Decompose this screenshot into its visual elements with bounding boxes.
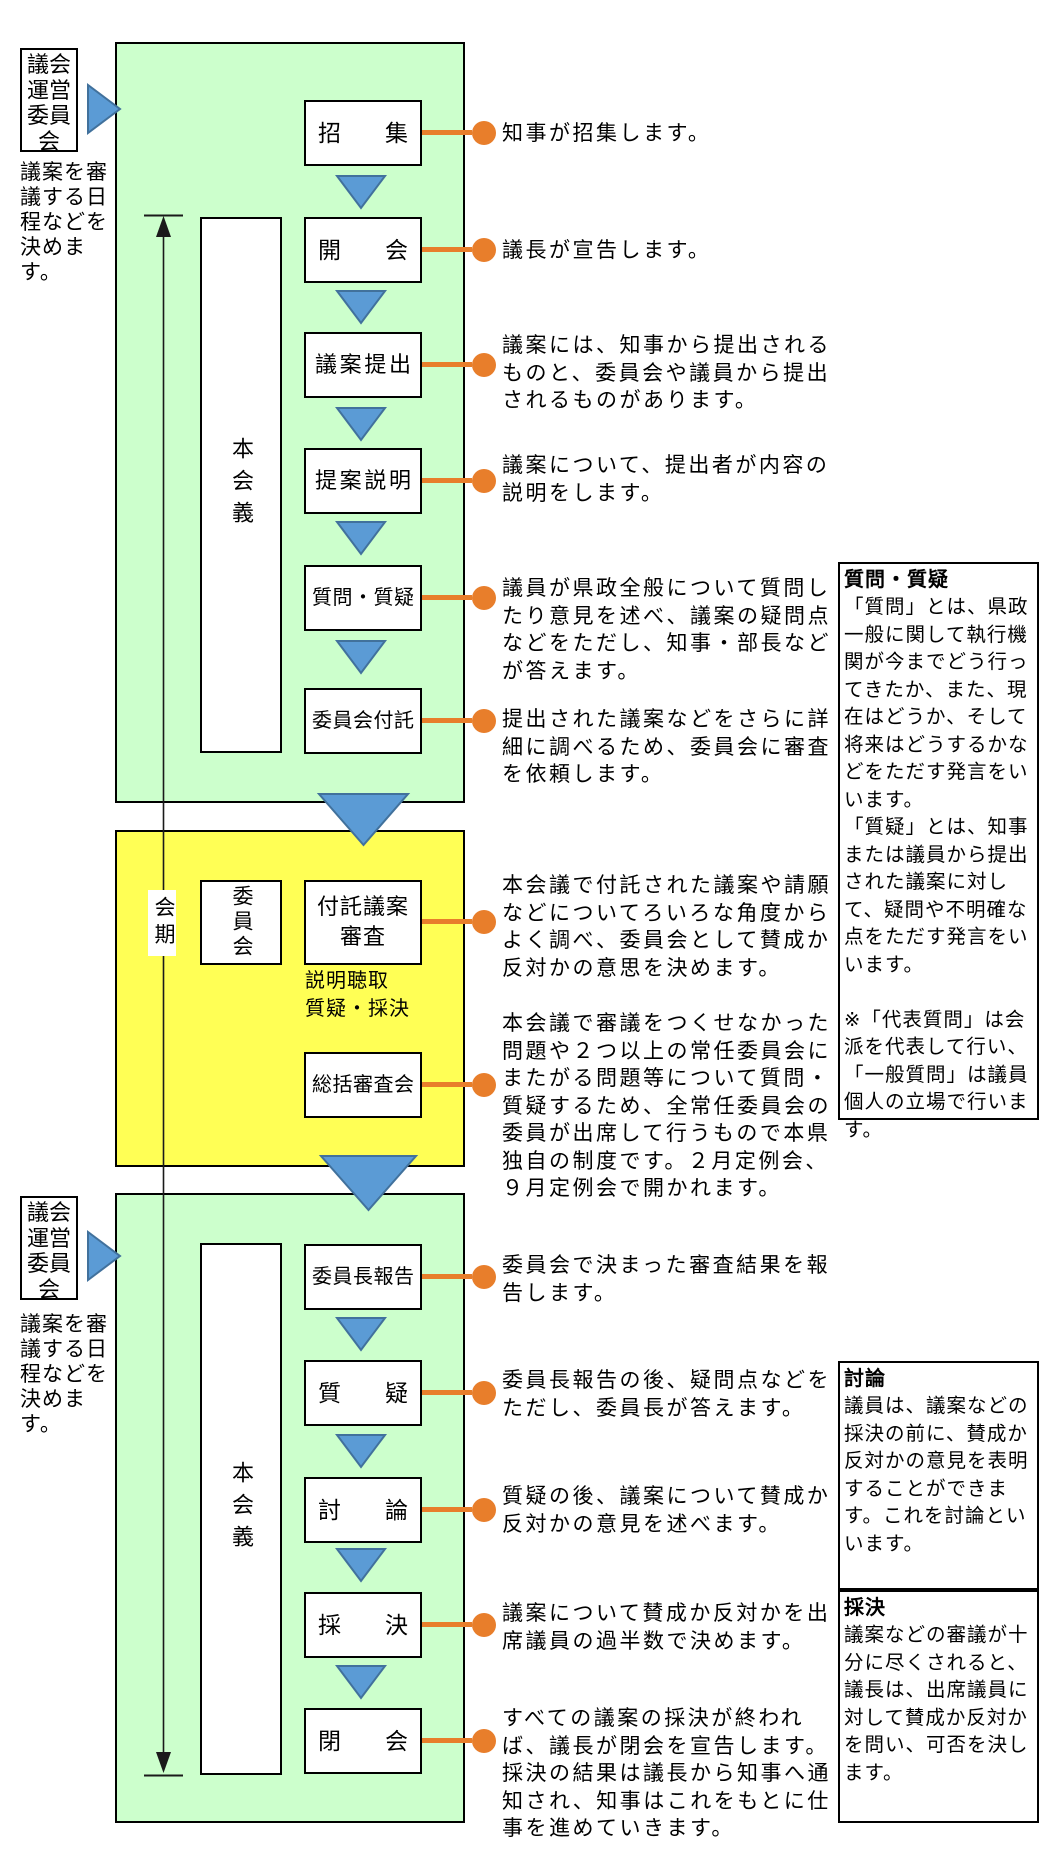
step-referred-bill-examination: 付託議案審査 (304, 880, 422, 965)
info-box-title: 討論 (844, 1368, 886, 1390)
connector-line (422, 919, 472, 924)
step-desc: 議長が宣告します。 (502, 239, 712, 262)
step-vote: 採決 (304, 1592, 422, 1658)
step-desc: 本会議で付託された議案や請願などについてろいろな角度からよく調べ、委員会として賛… (502, 874, 831, 980)
step-interpellation: 質疑 (304, 1360, 422, 1426)
session-period-label-patch: 会期 (148, 890, 176, 956)
connector-dot (472, 1498, 496, 1522)
committee-box: 委員会 (200, 880, 282, 965)
plenary-session-panel-1 (115, 42, 465, 803)
connector-line (422, 247, 472, 252)
step-closing: 閉会 (304, 1708, 422, 1774)
steering-committee-label: 議会運営委員会 (26, 52, 71, 154)
step-desc: 提出された議案などをさらに詳細に調べるため、委員会に審査を依頼します。 (502, 708, 831, 786)
committee-label: 委員会 (230, 885, 253, 960)
info-box-questions: 質問・質疑 「質問」とは、県政一般に関して執行機関が今までどう行ってきたか、また… (838, 562, 1039, 1141)
steering-committee-desc-bottom: 議案を審議する日程などを決めます。 (20, 1313, 108, 1436)
plenary-box-top: 本会義 (200, 217, 282, 753)
connector-line (422, 595, 472, 600)
step-desc: 委員会で決まった審査結果を報告します。 (502, 1254, 831, 1305)
info-box-debate: 討論 議員は、議案などの採決の前に、賛成か反対かの意見を表明することができます。… (838, 1361, 1039, 1590)
step-desc: 議案について、提出者が内容の説明をします。 (502, 454, 830, 505)
steering-committee-desc-top: 議案を審議する日程などを決めます。 (20, 161, 108, 284)
connector-dot (472, 121, 496, 145)
committee-procedure-note: 説明聴取 質疑・採決 (305, 970, 410, 1020)
step-desc: すべての議案の採決が終われば、議長が閉会を宣告します。採決の結果は議長から知事へ… (502, 1707, 831, 1840)
step-desc: 本会議で審議をつくせなかった問題や２つ以上の常任委員会にまたがる問題等について質… (502, 1012, 831, 1200)
steering-committee-box-bottom: 議会運営委員会 (20, 1196, 78, 1302)
step-desc: 議案について賛成か反対かを出席議員の過半数で決めます。 (502, 1602, 831, 1653)
step-desc: 議案には、知事から提出されるものと、委員会や議員から提出されるものがあります。 (502, 334, 831, 412)
connector-dot (472, 353, 496, 377)
connector-line (422, 1274, 472, 1279)
connector-dot (472, 1073, 496, 1097)
connector-dot (472, 1613, 496, 1637)
connector-line (422, 1390, 472, 1395)
step-desc: 委員長報告の後、疑問点などをただし、委員長が答えます。 (502, 1369, 831, 1420)
step-desc: 知事が招集します。 (502, 122, 712, 145)
step-debate: 討論 (304, 1477, 422, 1543)
connector-dot (472, 709, 496, 733)
connector-line (422, 1738, 472, 1743)
connector-line (422, 478, 472, 483)
steering-committee-label: 議会運営委員会 (26, 1200, 71, 1302)
plenary-label: 本会義 (229, 437, 254, 533)
info-box-title: 質問・質疑 (844, 569, 949, 591)
info-box-title: 採決 (844, 1597, 886, 1619)
connector-dot (472, 1729, 496, 1753)
step-convocation: 招集 (304, 100, 422, 166)
plenary-label: 本会義 (229, 1461, 254, 1557)
step-desc: 質疑の後、議案について賛成か反対かの意見を述べます。 (502, 1485, 831, 1536)
info-box-body: 「質問」とは、県政一般に関して執行機関が今までどう行ってきたか、また、現在はどう… (844, 596, 1029, 1141)
connector-line (422, 1082, 472, 1087)
info-box-body: 議員は、議案などの採決の前に、賛成か反対かの意見を表明することができます。これを… (844, 1395, 1029, 1555)
connector-line (422, 1507, 472, 1512)
connector-line (422, 362, 472, 367)
step-proposal-explanation: 提案説明 (304, 448, 422, 514)
connector-line (422, 130, 472, 135)
connector-line (422, 718, 472, 723)
connector-dot (472, 1381, 496, 1405)
info-box-body: 議案などの審議が十分に尽くされると、議長は、出席議員に対して賛成か反対かを問い、… (844, 1624, 1029, 1784)
step-committee-referral: 委員会付託 (304, 688, 422, 754)
connector-dot (472, 910, 496, 934)
connector-dot (472, 469, 496, 493)
plenary-box-bottom: 本会義 (200, 1243, 282, 1775)
step-chair-report: 委員長報告 (304, 1244, 422, 1310)
connector-dot (472, 586, 496, 610)
step-desc: 議員が県政全般について質問したり意見を述べ、議案の疑問点などをただし、知事・部長… (502, 577, 831, 683)
connector-dot (472, 238, 496, 262)
session-period-label: 会期 (152, 896, 175, 950)
info-box-vote: 採決 議案などの審議が十分に尽くされると、議長は、出席議員に対して賛成か反対かを… (838, 1590, 1039, 1823)
step-questions: 質問・質疑 (304, 565, 422, 631)
step-bill-submission: 議案提出 (304, 332, 422, 398)
step-opening: 開会 (304, 217, 422, 283)
connector-dot (472, 1265, 496, 1289)
steering-committee-box-top: 議会運営委員会 (20, 48, 78, 154)
step-general-review-meeting: 総括審査会 (304, 1052, 422, 1118)
connector-line (422, 1622, 472, 1627)
